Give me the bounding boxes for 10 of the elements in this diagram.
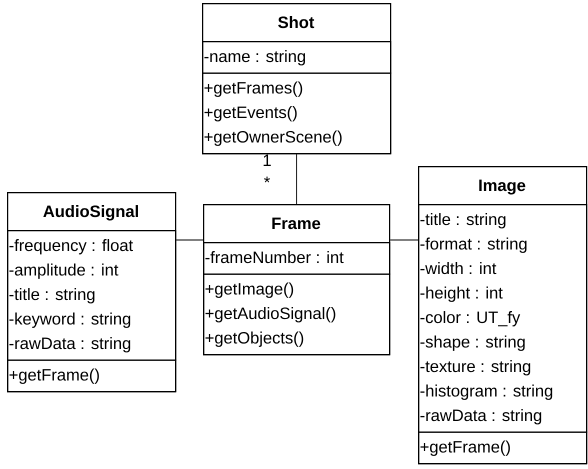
method-list: +getFrame() bbox=[7, 359, 176, 392]
attribute-list: -name : string bbox=[202, 41, 392, 74]
method-list: +getFrames() +getEvents() +getOwnerScene() bbox=[202, 72, 392, 154]
method-list: +getFrame() bbox=[418, 431, 588, 464]
attribute-list: -title : string -format : string -width : int -height : int -color : UT_fy -shape : string -texture : string -histogram : string -rawData : string bbox=[418, 204, 588, 433]
association-line bbox=[296, 154, 298, 204]
multiplicity: * bbox=[264, 176, 270, 182]
attribute-list: -frameNumber : int bbox=[203, 242, 390, 275]
attribute-list: -frequency : float -amplitude : int -title : string -keyword : string -rawData : string bbox=[7, 230, 176, 361]
method-list: +getImage() +getAudioSignal() +getObjects() bbox=[203, 273, 390, 356]
